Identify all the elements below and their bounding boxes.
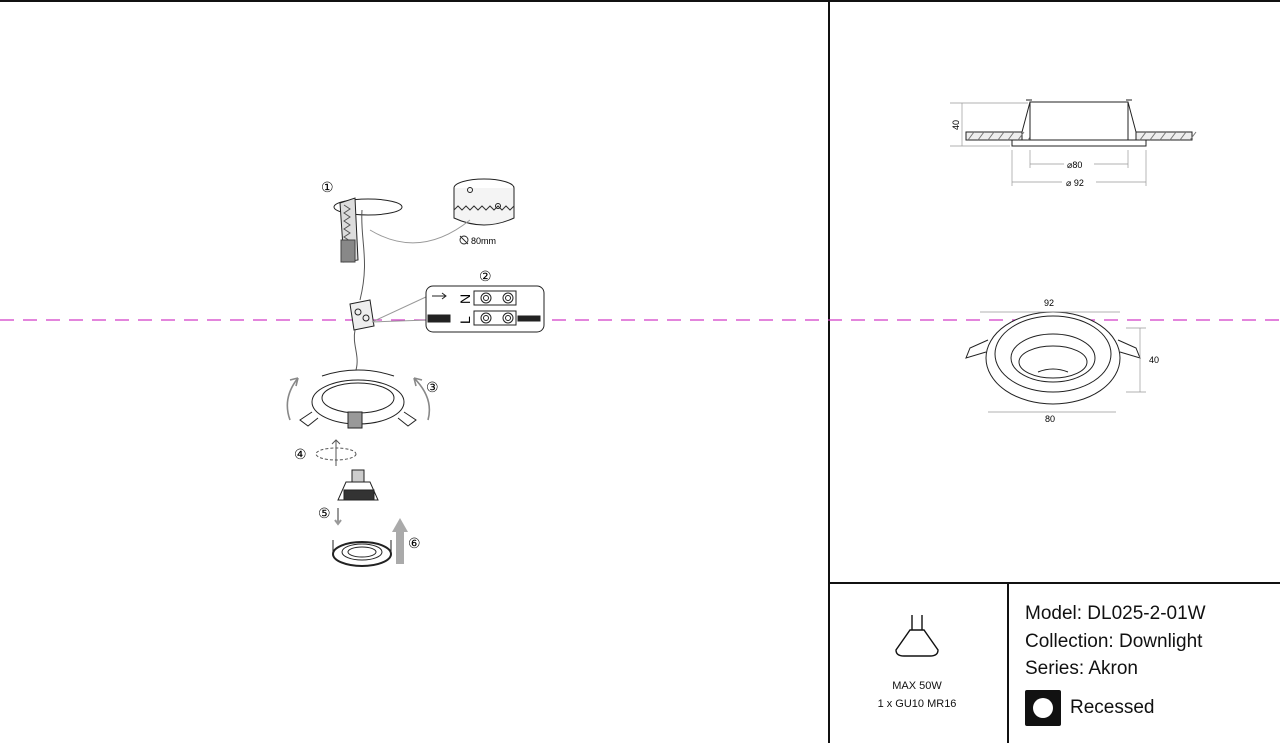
side-height-dim: 40: [951, 120, 961, 130]
gu10-lamp: [337, 469, 379, 501]
top-outer-dim: 92: [1044, 298, 1054, 308]
collection-label: Collection: Downlight: [1025, 631, 1203, 652]
step-2-number: ②: [479, 268, 492, 284]
step5-trim-ring: [332, 508, 392, 567]
step3-housing: [286, 369, 431, 429]
mount-type-label: Recessed: [1070, 697, 1155, 718]
top-inner-dim: 80: [1045, 414, 1055, 424]
top-height-dim: 40: [1149, 355, 1159, 365]
side-inner-diameter: ⌀80: [1067, 160, 1082, 170]
lamp-type-label: 1 x GU10 MR16: [877, 698, 957, 710]
push-up-arrow: [392, 518, 408, 564]
series-label: Series: Akron: [1025, 658, 1138, 679]
step-4-number: ④: [294, 446, 307, 462]
step-3-number: ③: [426, 379, 439, 395]
max-power-label: MAX 50W: [892, 680, 942, 692]
wire-live-label: L: [457, 316, 473, 324]
recessed-dot: [1033, 698, 1053, 718]
info-divider: [828, 582, 1280, 584]
model-label: Model: DL025-2-01W: [1025, 603, 1206, 624]
hole-saw-size: 80mm: [471, 236, 496, 246]
step-5-number: ⑤: [318, 505, 331, 521]
info-column-divider: [1007, 583, 1009, 743]
hole-saw-icon: [459, 235, 469, 245]
step4-rotate: [315, 439, 357, 466]
wire-neutral-label: N: [457, 294, 473, 304]
step1-cut-hole: [333, 178, 515, 301]
side-view-drawing: [950, 99, 1197, 186]
lamp-icon: [895, 615, 939, 657]
step-6-number: ⑥: [408, 535, 421, 551]
recessed-mount-icon: [1025, 690, 1061, 726]
top-border: [0, 0, 1280, 2]
panel-divider: [828, 0, 830, 743]
side-outer-diameter: ⌀ 92: [1066, 178, 1084, 188]
step2-wiring: [349, 285, 545, 371]
top-view-drawing: [965, 311, 1146, 413]
step-1-number: ①: [321, 179, 334, 195]
